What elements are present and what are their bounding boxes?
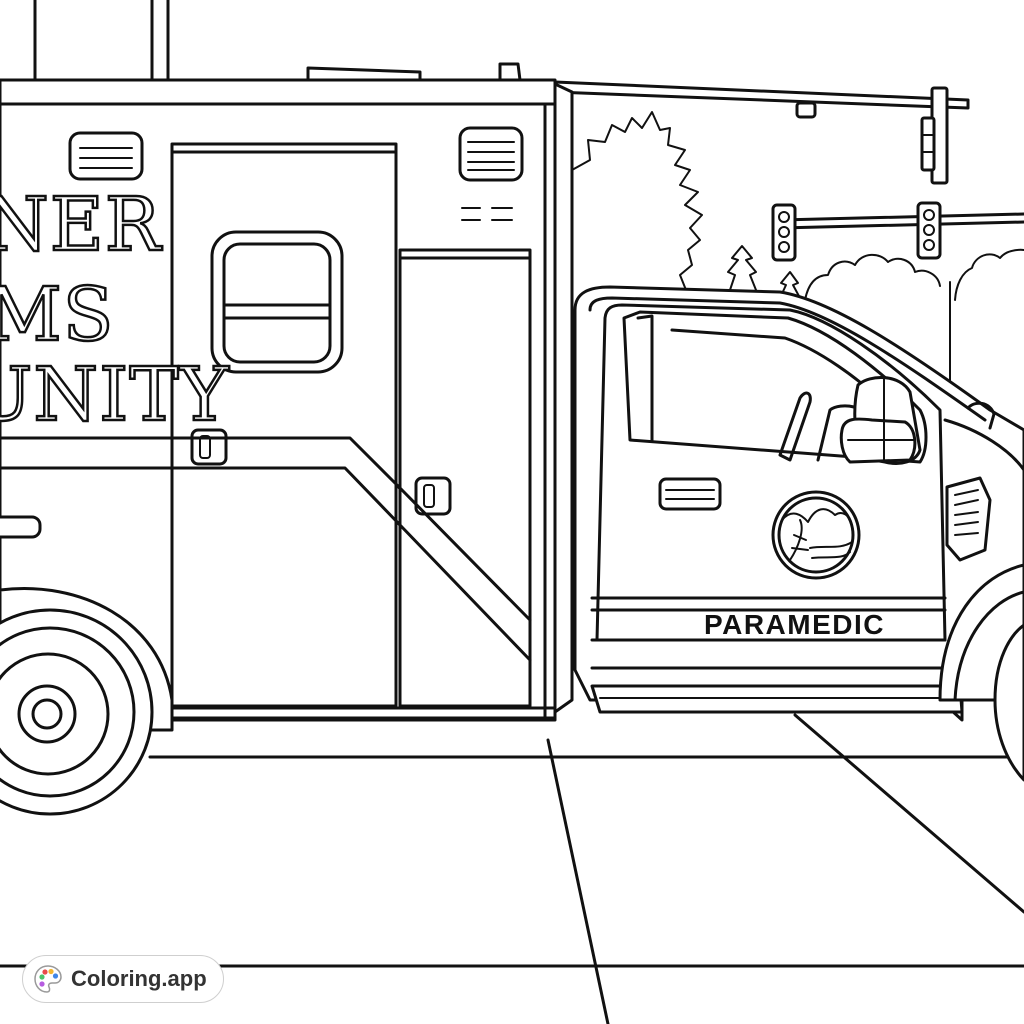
ambulance-side-lettering: NER MS UNITY [0,181,230,440]
watermark-label: Coloring.app [71,966,207,991]
palette-icon [34,965,62,993]
side-text-line1: NER [0,182,163,268]
ambulance-box [0,0,574,722]
rear-wheel [0,587,174,816]
coloring-app-watermark[interactable]: Coloring.app [22,955,224,1003]
side-text-line3: UNITY [0,352,230,438]
side-text-line2: MS [0,272,114,358]
traffic-signal [553,80,1024,262]
paramedic-label: PARAMEDIC [704,609,885,640]
truck-cab: PARAMEDIC [573,285,1024,782]
